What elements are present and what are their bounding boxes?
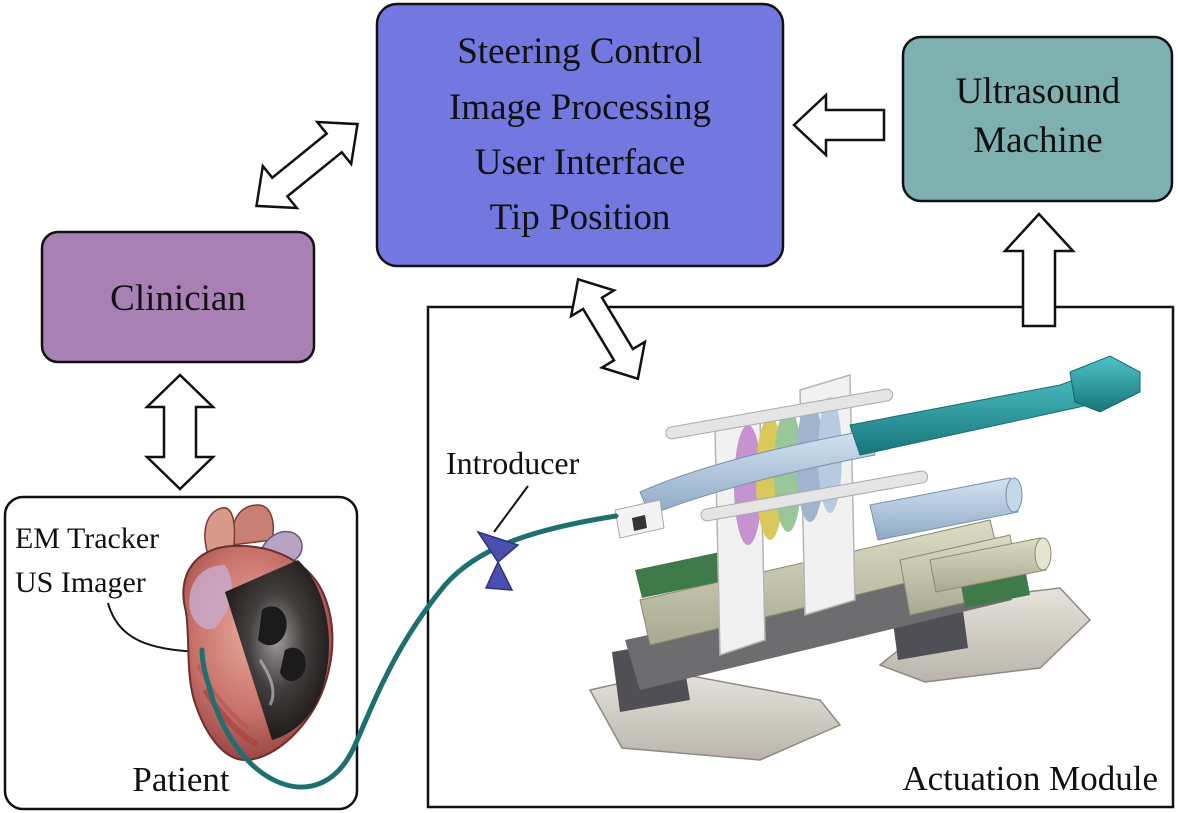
actuation-module-label: Actuation Module — [902, 759, 1158, 798]
introducer-label: Introducer — [446, 445, 580, 481]
actuation-panel: Actuation Module Introducer — [199, 305, 1175, 809]
ultrasound-image-overlay — [225, 560, 329, 740]
introducer-leader-line — [493, 485, 529, 533]
catheter — [199, 513, 619, 790]
clinician-box: Clinician — [40, 230, 316, 364]
ultrasound-line-1: Ultrasound — [956, 71, 1121, 112]
arrow-control-actuation — [569, 277, 647, 381]
leader-line-to-tip — [107, 602, 201, 653]
control-box: Steering Control Image Processing User I… — [375, 2, 785, 268]
arrow-actuation-to-ultrasound — [1002, 212, 1076, 328]
us-imager-label: US Imager — [15, 566, 146, 599]
em-tracker-label: EM Tracker — [15, 522, 159, 555]
arrow-clinician-control — [255, 120, 359, 210]
patient-label: Patient — [132, 760, 229, 799]
heart-illustration — [182, 504, 334, 762]
arrow-clinician-patient — [143, 373, 217, 491]
control-line-steering: Steering Control — [457, 31, 703, 72]
control-line-image-processing: Image Processing — [449, 87, 711, 128]
patient-panel: Patient EM Tracker US Imager — [3, 495, 359, 811]
introducer — [476, 530, 520, 591]
ultrasound-box: Ultrasound Machine — [901, 35, 1174, 203]
clinician-label: Clinician — [110, 278, 246, 319]
control-line-user-interface: User Interface — [475, 142, 686, 183]
robot-rendering — [588, 355, 1141, 761]
ultrasound-line-2: Machine — [973, 120, 1102, 161]
control-line-tip-position: Tip Position — [490, 197, 671, 238]
arrow-ultrasound-to-control — [792, 92, 886, 158]
